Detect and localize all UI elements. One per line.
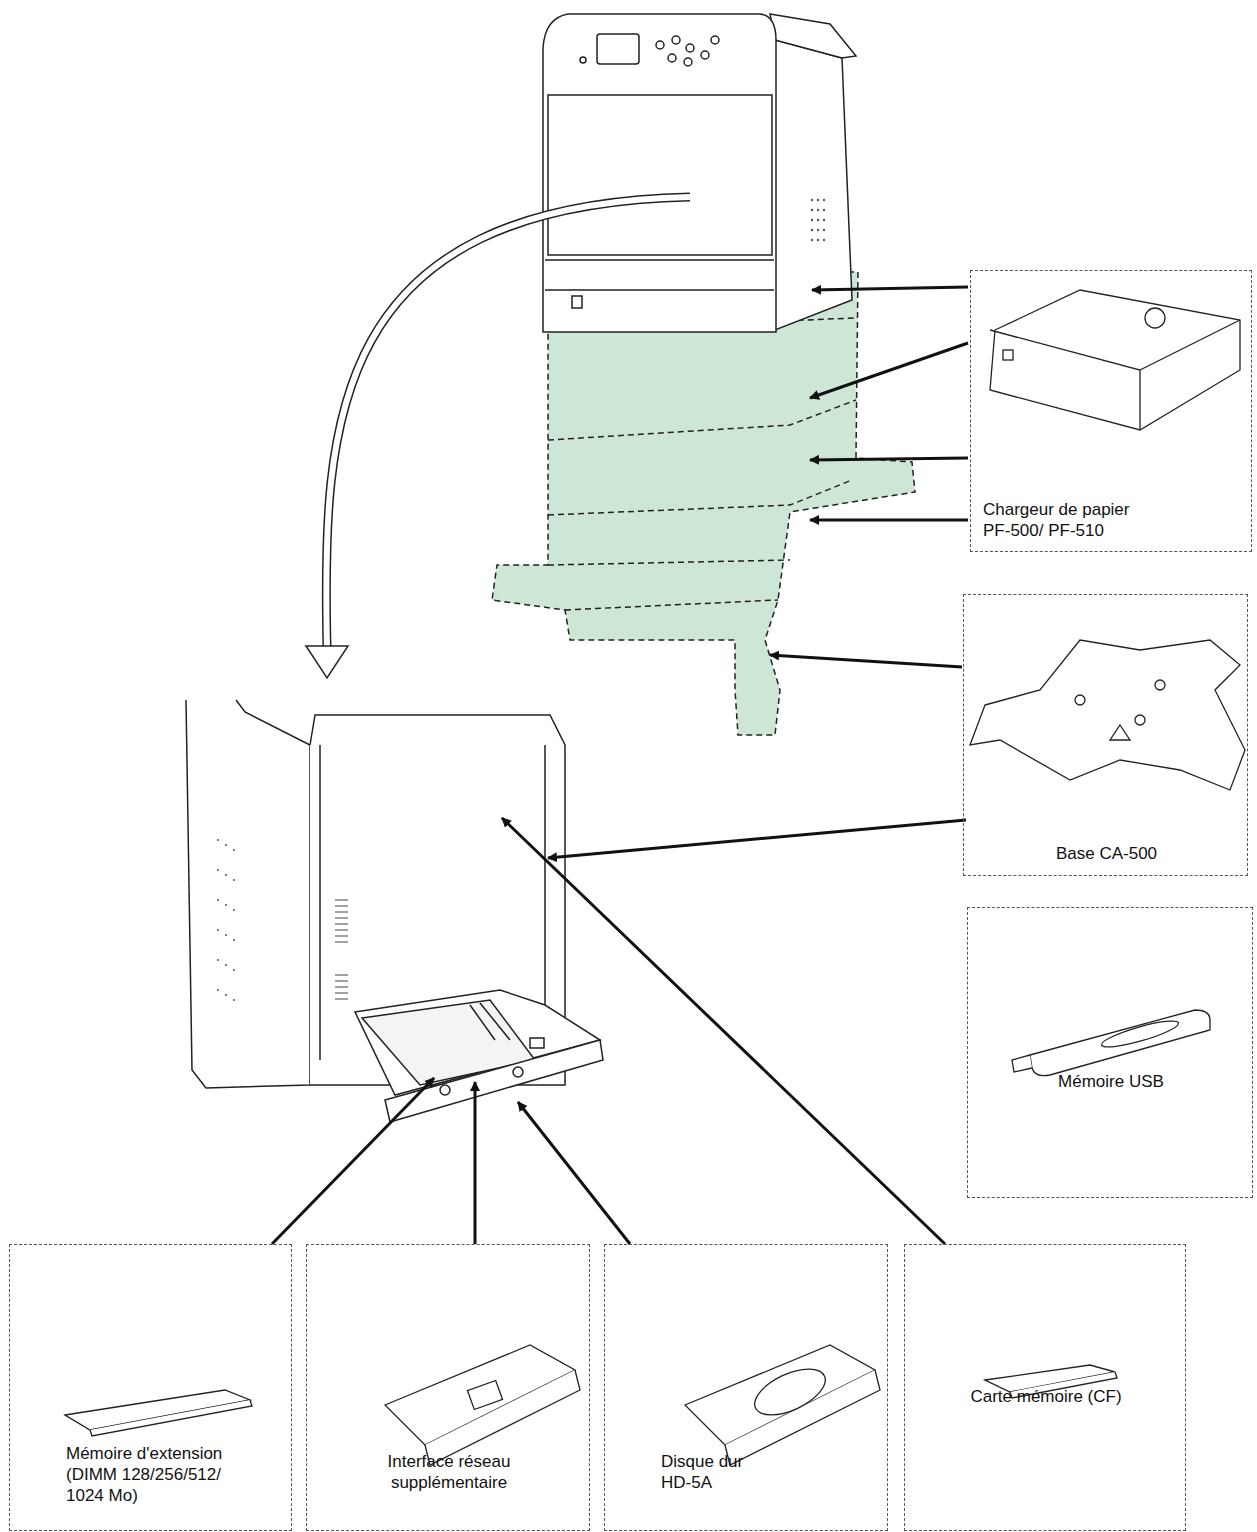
option-box: Carte mémoire (CF)	[904, 1244, 1186, 1531]
option-label: Base CA-500	[964, 843, 1249, 864]
printer-front	[543, 14, 856, 332]
option-box: Chargeur de papier PF-500/ PF-510	[970, 270, 1252, 552]
option-label: Interface réseau supplémentaire	[369, 1451, 529, 1493]
option-box: Base CA-500	[963, 594, 1248, 876]
leader-arrows	[272, 287, 968, 1244]
option-box: Mémoire USB	[967, 907, 1253, 1198]
option-box: Disque dur HD-5A	[604, 1244, 888, 1531]
printer-rear	[186, 700, 603, 1122]
option-label: Disque dur HD-5A	[661, 1451, 761, 1493]
option-label: Chargeur de papier PF-500/ PF-510	[983, 499, 1161, 541]
curved-arrow	[306, 197, 690, 678]
option-illustrations	[0, 290, 1245, 1465]
option-box: Mémoire d'extension (DIMM 128/256/512/ 1…	[9, 1244, 292, 1531]
option-box: Interface réseau supplémentaire	[306, 1244, 590, 1531]
option-label: Mémoire d'extension (DIMM 128/256/512/ 1…	[66, 1443, 252, 1506]
option-label: Mémoire USB	[968, 1071, 1254, 1092]
option-label: Carte mémoire (CF)	[905, 1386, 1187, 1407]
